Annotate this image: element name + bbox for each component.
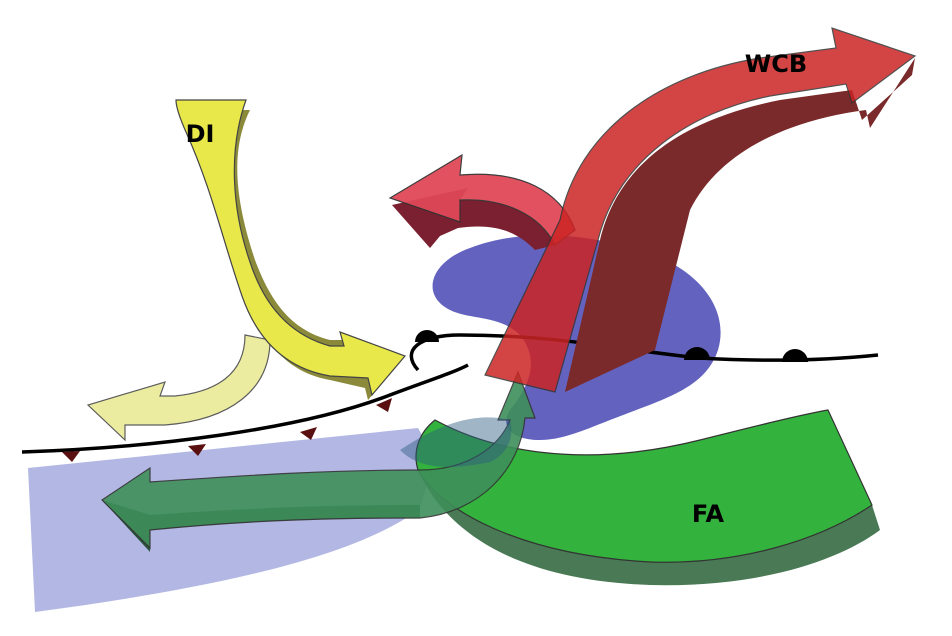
di-pale-arrow: [86, 334, 271, 442]
cold-front-triangle: [62, 451, 80, 462]
blue-overlap: [400, 417, 512, 467]
di-arrow: [175, 99, 407, 397]
cold-front-triangle: [376, 398, 392, 412]
warm-front-bump: [782, 349, 808, 362]
warm-front-bump: [415, 330, 439, 342]
cold-front-triangle: [188, 444, 206, 456]
warm-front-bump: [684, 347, 710, 360]
wcb-label: WCB: [745, 50, 807, 78]
wcb-arrow-shadow: [565, 58, 915, 392]
wcb-arrow: [484, 27, 917, 393]
fa-blob-shadow: [418, 470, 880, 586]
fa-left-arrow: [101, 370, 536, 550]
cold-front-triangle: [300, 427, 317, 440]
cold-front-line: [21, 363, 469, 454]
fa-label: FA: [692, 500, 725, 528]
di-label: DI: [186, 120, 215, 148]
